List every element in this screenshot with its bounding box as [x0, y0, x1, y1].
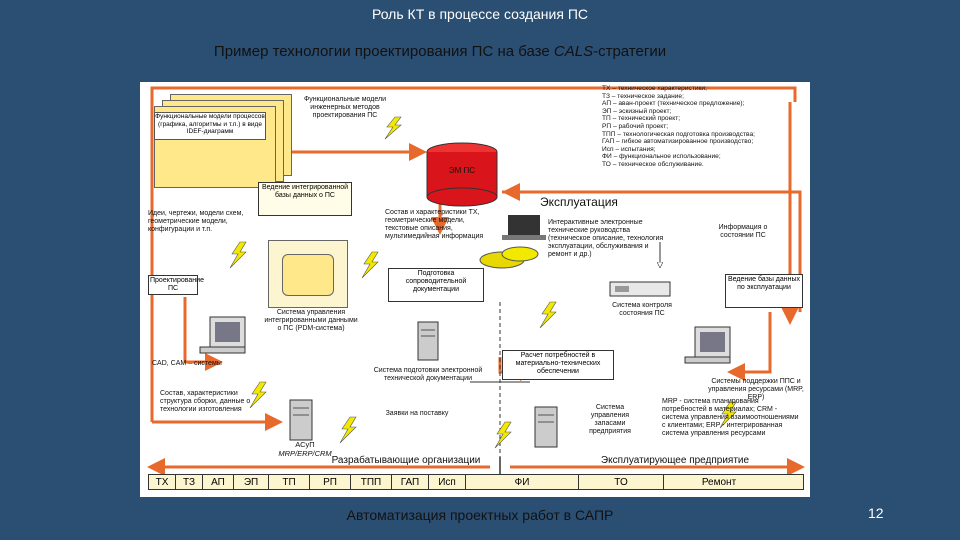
- disc-icon: [479, 246, 539, 269]
- control-system-label: Система контроля состояния ПС: [612, 302, 672, 317]
- legend-item: ТХ – техническое характеристики;: [602, 85, 707, 92]
- database-cylinder-icon: [426, 142, 498, 207]
- ideas-label: Идеи, чертежи, модели схем, геометрическ…: [148, 210, 244, 233]
- bolt-7: [494, 421, 512, 449]
- bolt-6: [339, 416, 357, 444]
- prep-docs-box: Подготовка сопроводительной документации: [388, 268, 484, 302]
- diagram-panel: Функциональные модели процессов (графика…: [140, 82, 810, 497]
- subtitle-italic: CALS: [553, 43, 594, 60]
- interactive-manuals: Интерактивные электронные технические ру…: [548, 219, 664, 258]
- legend-item: ТП – технический проект;: [602, 115, 681, 123]
- functional-models-inner: Функциональные модели процессов (графика…: [154, 112, 266, 140]
- phase-cell: ТП: [269, 475, 310, 489]
- pdm-label: Система управления интегрированными данн…: [264, 309, 358, 332]
- bolt-8: [719, 401, 737, 429]
- diagram-arrows: [147, 86, 805, 476]
- bolt-4: [539, 301, 557, 329]
- composition-assembly: Состав, характеристики структура сборки,…: [160, 390, 251, 413]
- phase-cell: Исп: [429, 475, 466, 489]
- functional-models-label: Функциональные модели инженерных методов…: [303, 96, 387, 119]
- integrated-db-box: Ведение интегрированной базы данных о ПС: [258, 182, 352, 216]
- phase-cell: Ремонт: [701, 476, 737, 488]
- phase-cell: ЭП: [234, 475, 269, 489]
- legend-item: Исп – испытания;: [602, 145, 656, 153]
- legend-item: АП – аван-проект (техническое предложени…: [602, 100, 745, 108]
- subtitle-suffix: -стратегии: [593, 43, 667, 60]
- pdm-db-icon: [282, 254, 334, 296]
- server-icon-docs: [417, 321, 439, 361]
- server-icon-inventory: [534, 406, 558, 448]
- supply-request: Заявки на поставку: [385, 410, 449, 417]
- mrp-note: MRP - система планирования потребностей …: [662, 398, 799, 437]
- legend-item: ТПП – технологическая подготовка произво…: [602, 130, 755, 138]
- inventory-label: Система управления запасами предприятия: [589, 404, 631, 435]
- arrow-mid-left: [183, 297, 223, 371]
- bolt-3: [361, 251, 379, 279]
- slide-title: Роль КТ в процессе создания ПС: [371, 6, 588, 22]
- phase-cell: ТХ: [149, 475, 176, 489]
- operators-label: Эксплуатирующее предприятие: [600, 455, 750, 466]
- slide-subtitle: Пример технологии проектирования ПС на б…: [0, 43, 880, 60]
- control-device-icon: [609, 281, 671, 297]
- laptop-icon: [502, 215, 546, 240]
- bolt-2: [229, 241, 247, 269]
- cad-label: CAD, CAM – системы: [152, 360, 222, 367]
- phase-cell: ФИ: [466, 475, 579, 489]
- bolt-5: [249, 381, 267, 409]
- computer-icon-cad: [199, 316, 246, 354]
- asup-sub-label: MRP/ERP/CRM: [278, 449, 332, 458]
- phase-cell: ТО: [579, 475, 664, 489]
- server-icon-asup: [289, 399, 313, 441]
- computer-icon-operator: [684, 326, 731, 364]
- legend-item: ТО – техническое обслуживание.: [602, 160, 704, 168]
- asup-label: АСуП: [295, 440, 315, 449]
- arrow-db-exploitation: [502, 190, 802, 312]
- legend-item: ГАП – гибкое автоматизированное производ…: [602, 138, 754, 146]
- arrow-top-loop: [150, 86, 797, 422]
- legend-item: ТЗ – техническое задание;: [602, 92, 684, 100]
- phase-cell: РП: [310, 475, 351, 489]
- developers-label: Разрабатывающие организации: [331, 455, 481, 466]
- legend-item: ФИ – функциональное использование;: [602, 153, 721, 161]
- mrp-label: Системы поддержки ППС и управления ресур…: [708, 378, 804, 401]
- page-number: 12: [868, 505, 884, 521]
- e-docs-label: Система подготовки электронной техническ…: [373, 367, 483, 382]
- phase-cell: ТПП: [351, 475, 392, 489]
- arrow-right-low: [727, 312, 772, 381]
- phase-cell: АП: [203, 475, 234, 489]
- state-info-label: Информация о состоянии ПС: [718, 224, 768, 239]
- phase-cell: ГАП: [392, 475, 429, 489]
- bolt-group: [229, 116, 737, 449]
- legend-item: ЭП – эскизный проект;: [602, 107, 672, 115]
- needs-calc-box: Расчет потребностей в материально-технич…: [502, 350, 614, 380]
- exploitation-title: Эксплуатация: [540, 195, 618, 209]
- legend-item: РП – рабочий проект;: [602, 122, 669, 130]
- slide-footer: Автоматизация проектных работ в САПР: [346, 507, 614, 523]
- phase-cell: ТЗ: [176, 475, 203, 489]
- composition-label: Состав и характеристики ТХ, геометрическ…: [385, 209, 484, 240]
- bolt-1: [384, 116, 402, 140]
- design-box: Проектирование ПС: [148, 275, 204, 295]
- subtitle-prefix: Пример технологии проектирования ПС на б…: [213, 43, 554, 60]
- operational-db-box: Ведение базы данных по эксплуатации: [725, 274, 803, 308]
- database-label: ЭМ ПС: [448, 166, 476, 175]
- abbreviation-legend: ТХ – техническое характеристики;ТЗ – тех…: [602, 85, 755, 169]
